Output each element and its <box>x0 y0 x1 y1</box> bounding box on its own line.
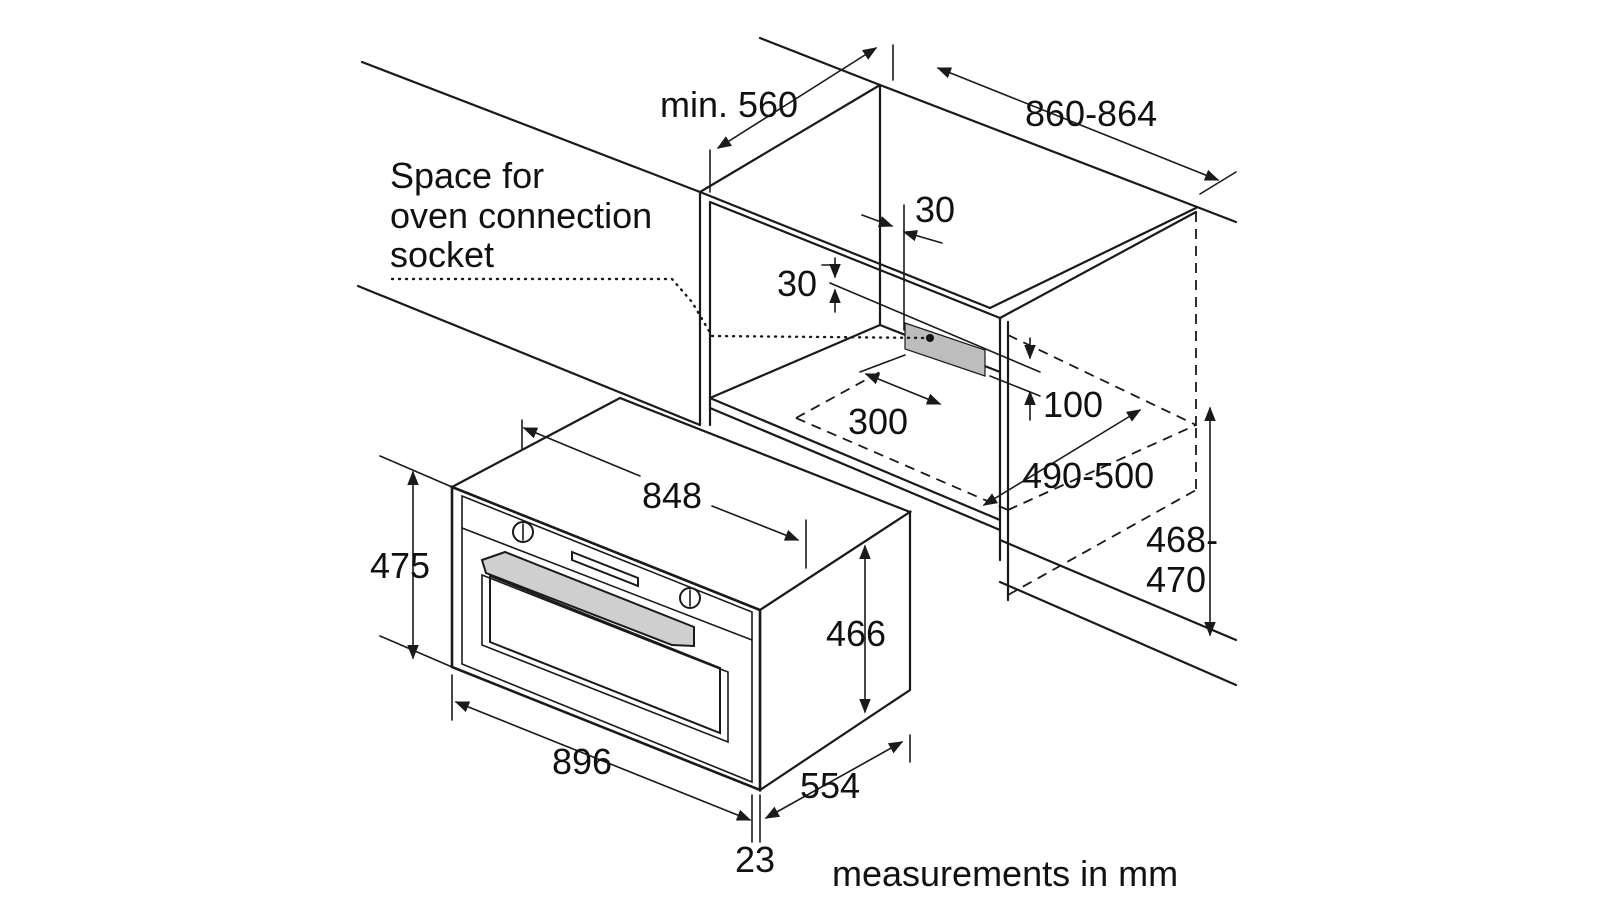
label-oven-width: 896 <box>552 741 612 782</box>
label-socket-space-line1: Space for <box>390 155 544 196</box>
label-min-depth: min. 560 <box>660 84 798 125</box>
niche-dimensions <box>709 44 1237 637</box>
label-offset-horizontal: 30 <box>915 189 955 230</box>
control-knob-icon <box>512 521 534 543</box>
label-socket-width: 300 <box>848 401 908 442</box>
label-socket-space-line3: socket <box>390 234 494 275</box>
label-offset-vertical: 30 <box>777 263 817 304</box>
cabinet-niche <box>698 83 1198 602</box>
label-oven-height: 475 <box>370 545 430 586</box>
label-oven-top-width: 848 <box>642 475 702 516</box>
socket-area <box>390 277 986 377</box>
label-socket-space-line2: oven connection <box>390 195 652 236</box>
label-niche-height-line2: 470 <box>1146 559 1206 600</box>
control-knob-icon <box>679 587 701 609</box>
label-front-thickness: 23 <box>735 839 775 880</box>
label-oven-body-height: 466 <box>826 613 886 654</box>
label-oven-depth: 554 <box>800 765 860 806</box>
label-niche-height-line1: 468- <box>1146 519 1218 560</box>
door-handle-icon <box>480 550 695 648</box>
label-units-note: measurements in mm <box>832 853 1178 894</box>
oven <box>449 396 913 793</box>
oven-dimensions <box>379 419 911 843</box>
label-niche-depth: 490-500 <box>1022 455 1154 496</box>
label-niche-width: 860-864 <box>1025 93 1157 134</box>
label-socket-height: 100 <box>1043 384 1103 425</box>
